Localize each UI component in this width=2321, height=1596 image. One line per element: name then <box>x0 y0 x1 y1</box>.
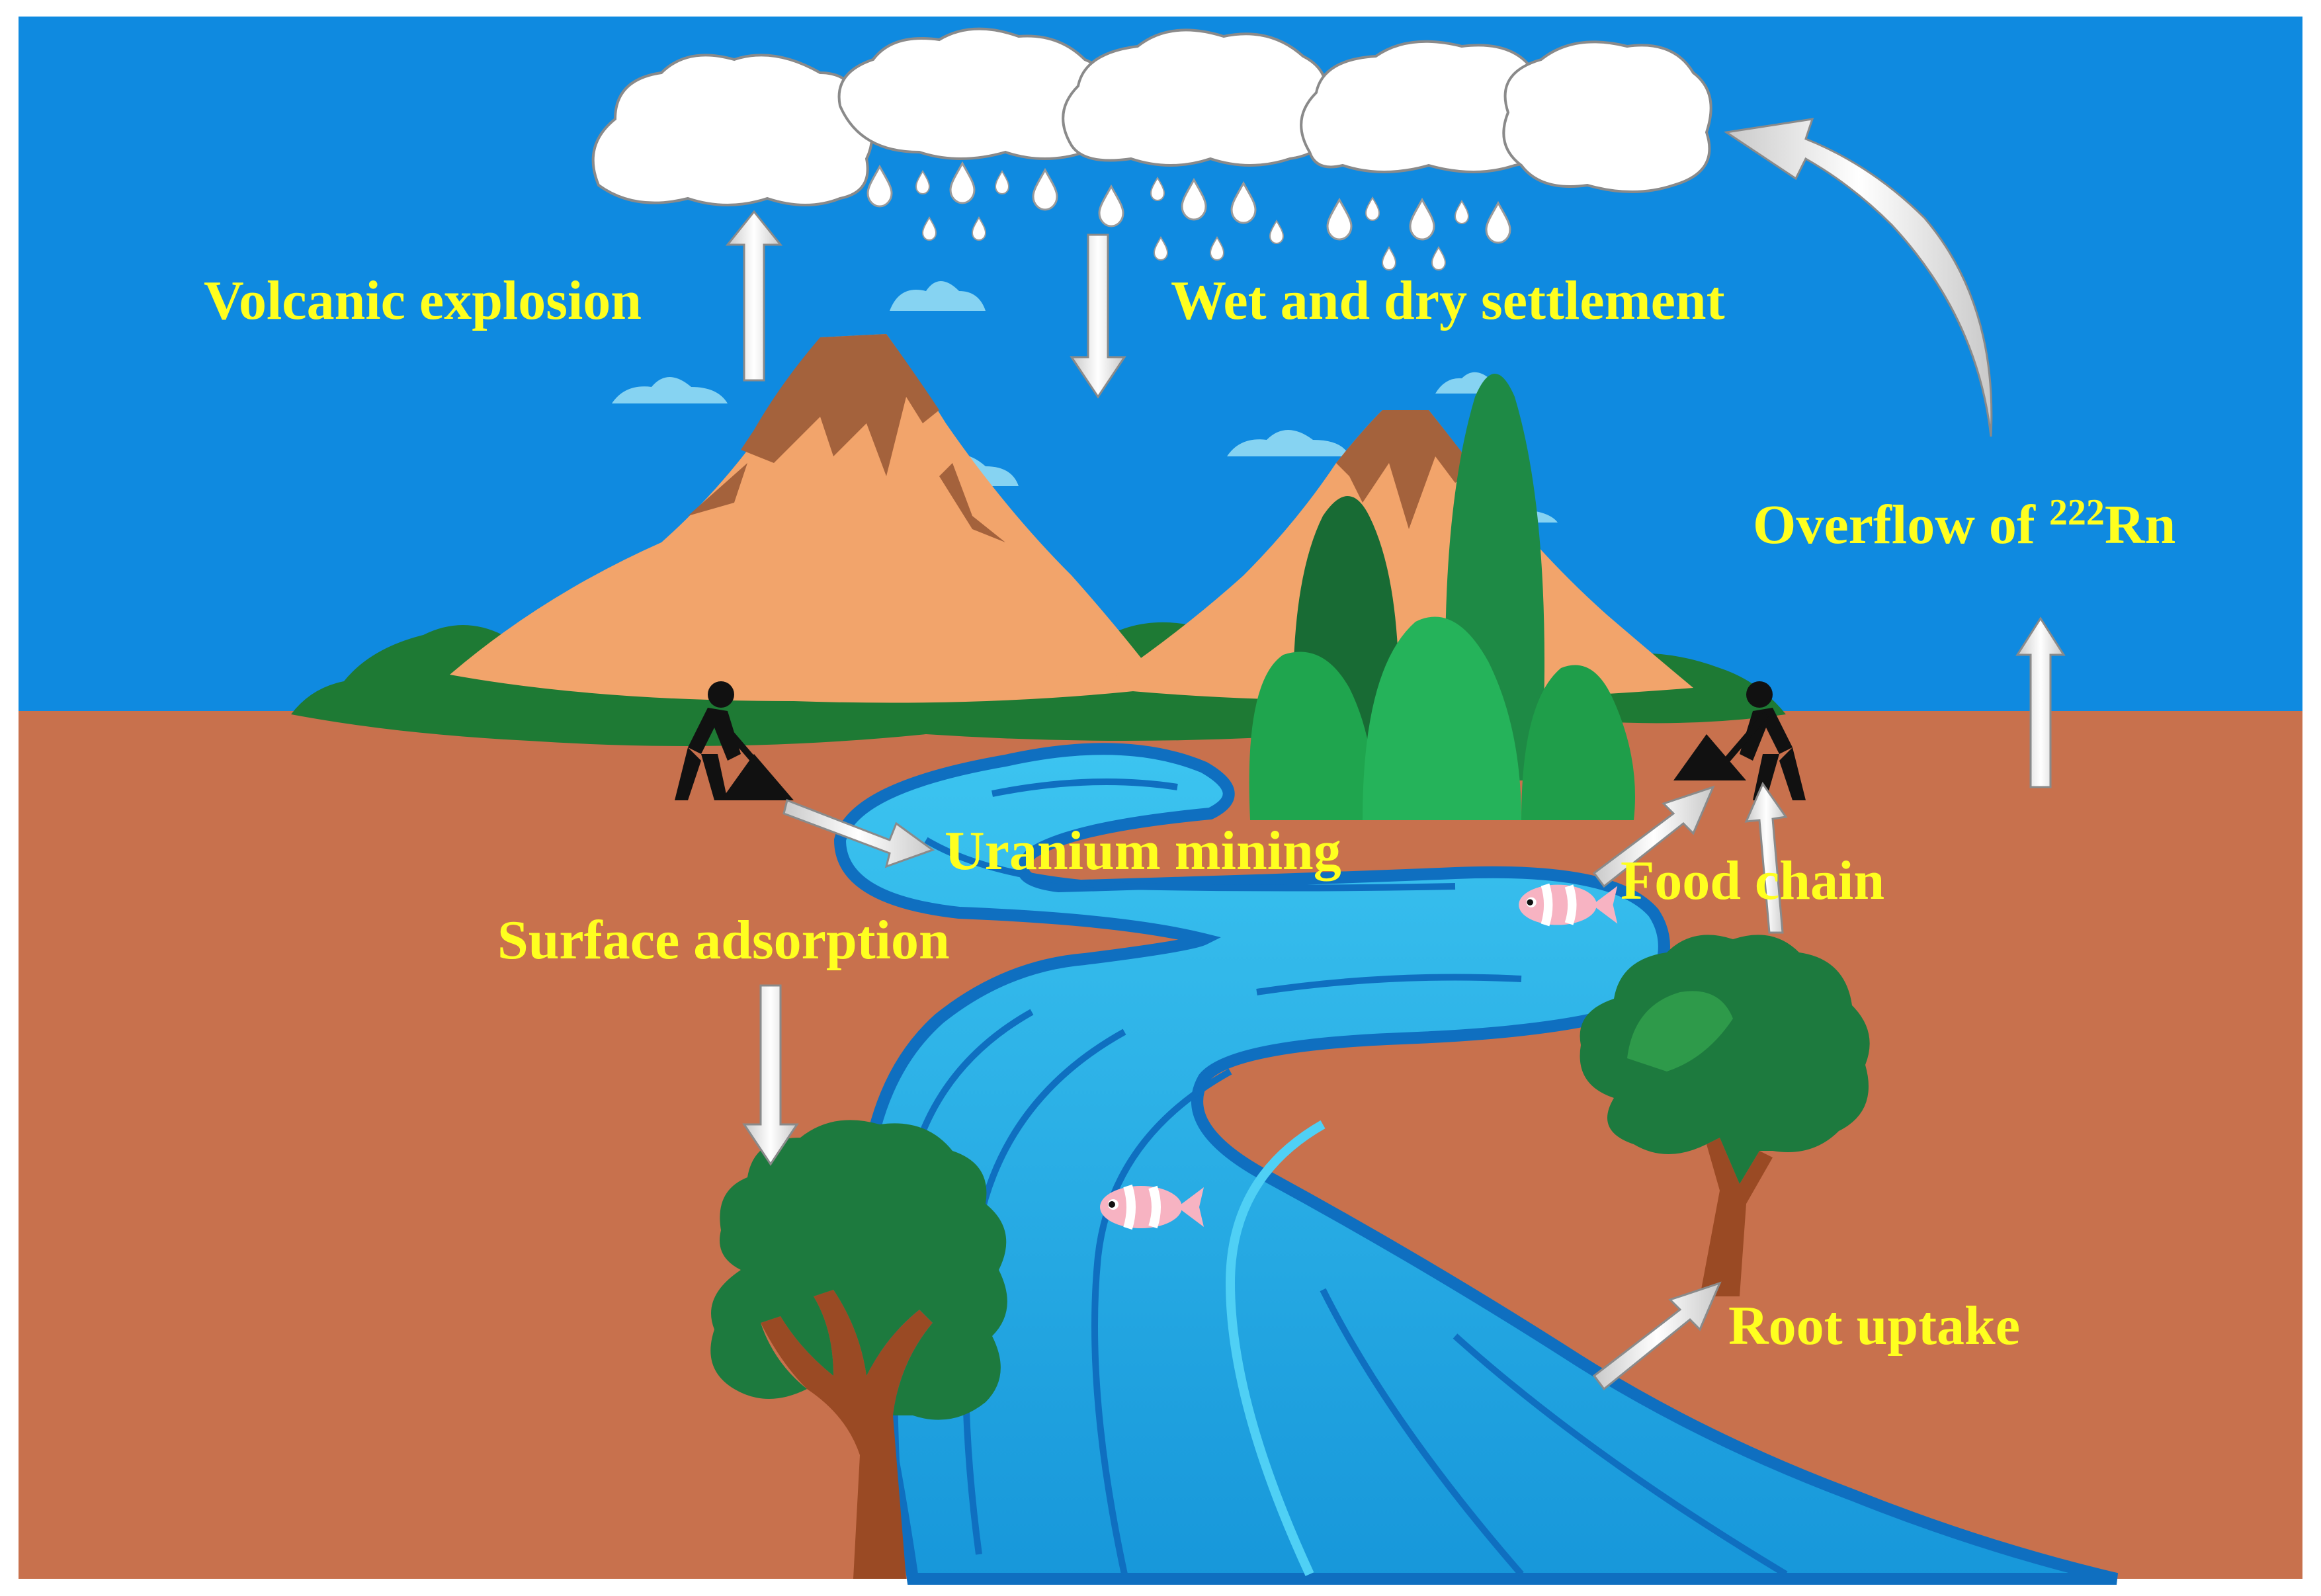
label-food-chain: Food chain <box>1621 850 1885 911</box>
arrow-icon <box>725 118 2066 1391</box>
cloud-icon <box>591 27 1712 206</box>
label-wet-and-dry-settlement: Wet and dry settlement <box>1171 270 1725 331</box>
label-uranium-mining: Uranium mining <box>945 820 1341 882</box>
overflow-element: Rn <box>2104 494 2176 556</box>
overflow-prefix: Overflow of <box>1753 494 2049 556</box>
overflow-isotope: 222 <box>2048 492 2105 533</box>
volcano-icon <box>1098 410 1693 701</box>
label-root-uptake: Root uptake <box>1728 1295 2021 1357</box>
miner-icon <box>675 681 794 800</box>
river-icon <box>833 743 2119 1585</box>
tree-icon <box>1249 374 1635 820</box>
miner-icon <box>1673 681 1806 800</box>
tree-icon <box>710 1120 1007 1579</box>
volcano-icon <box>450 334 1164 703</box>
label-overflow-of-rn: Overflow of 222Rn <box>1753 494 2176 556</box>
label-volcanic-explosion: Volcanic explosion <box>204 270 642 331</box>
label-surface-adsorption: Surface adsorption <box>497 909 950 971</box>
tree-icon <box>1580 935 1870 1296</box>
